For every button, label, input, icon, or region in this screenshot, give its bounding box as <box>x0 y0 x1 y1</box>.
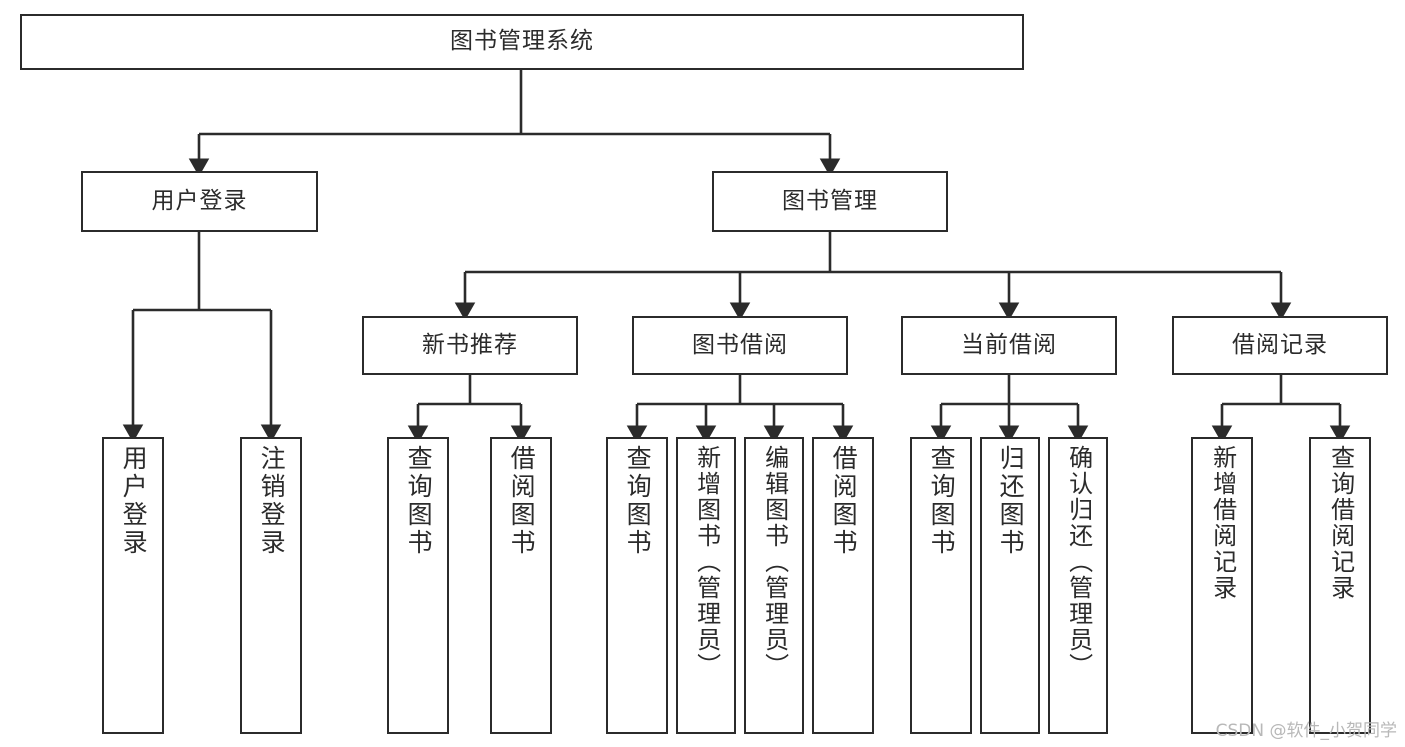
leaf-borrow-book-2-label: 借阅图书 <box>829 445 859 557</box>
leaf-add-record[interactable]: 新增借阅记录 <box>1191 437 1253 734</box>
leaf-add-book[interactable]: 新增图书（管理员） <box>676 437 736 734</box>
node-book-borrow[interactable]: 图书借阅 <box>632 316 848 375</box>
leaf-confirm-return[interactable]: 确认归还（管理员） <box>1048 437 1108 734</box>
node-borrow-record[interactable]: 借阅记录 <box>1172 316 1388 375</box>
node-book-borrow-label: 图书借阅 <box>692 331 788 358</box>
node-user-login[interactable]: 用户登录 <box>81 171 318 232</box>
leaf-borrow-book-2[interactable]: 借阅图书 <box>812 437 874 734</box>
leaf-query-book-2-label: 查询图书 <box>623 445 653 557</box>
leaf-add-book-label: 新增图书（管理员） <box>692 445 721 679</box>
leaf-borrow-book-1[interactable]: 借阅图书 <box>490 437 552 734</box>
node-borrow-record-label: 借阅记录 <box>1232 331 1328 358</box>
leaf-query-book-1[interactable]: 查询图书 <box>387 437 449 734</box>
leaf-logout[interactable]: 注销登录 <box>240 437 302 734</box>
leaf-edit-book-label: 编辑图书（管理员） <box>760 445 789 679</box>
leaf-user-login[interactable]: 用户登录 <box>102 437 164 734</box>
leaf-logout-label: 注销登录 <box>257 445 287 557</box>
leaf-query-book-2[interactable]: 查询图书 <box>606 437 668 734</box>
leaf-query-book-3-label: 查询图书 <box>927 445 957 557</box>
leaf-add-record-label: 新增借阅记录 <box>1208 445 1237 601</box>
leaf-query-book-1-label: 查询图书 <box>404 445 434 557</box>
node-new-book-rec[interactable]: 新书推荐 <box>362 316 578 375</box>
leaf-return-book-label: 归还图书 <box>996 445 1026 557</box>
node-current-borrow[interactable]: 当前借阅 <box>901 316 1117 375</box>
node-book-manage-label: 图书管理 <box>782 187 878 214</box>
node-new-book-rec-label: 新书推荐 <box>422 331 518 358</box>
leaf-query-record-label: 查询借阅记录 <box>1326 445 1355 601</box>
leaf-query-book-3[interactable]: 查询图书 <box>910 437 972 734</box>
leaf-return-book[interactable]: 归还图书 <box>980 437 1040 734</box>
leaf-edit-book[interactable]: 编辑图书（管理员） <box>744 437 804 734</box>
csdn-watermark: CSDN @软件_小贺同学 <box>1215 721 1397 741</box>
leaf-borrow-book-1-label: 借阅图书 <box>507 445 537 557</box>
leaf-user-login-label: 用户登录 <box>119 445 149 557</box>
leaf-query-record[interactable]: 查询借阅记录 <box>1309 437 1371 734</box>
node-current-borrow-label: 当前借阅 <box>961 331 1057 358</box>
node-root[interactable]: 图书管理系统 <box>20 14 1024 70</box>
node-user-login-label: 用户登录 <box>151 187 248 214</box>
node-root-label: 图书管理系统 <box>450 28 594 55</box>
node-book-manage[interactable]: 图书管理 <box>712 171 948 232</box>
leaf-confirm-return-label: 确认归还（管理员） <box>1064 445 1093 679</box>
